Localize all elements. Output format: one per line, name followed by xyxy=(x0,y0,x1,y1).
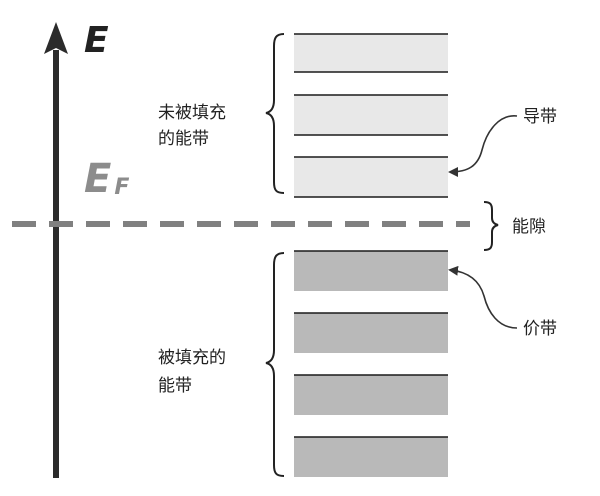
fermi-level-subscript: F xyxy=(114,175,129,200)
filled-bands-label-line2: 能带 xyxy=(158,376,192,396)
filled-bands xyxy=(294,250,448,477)
unfilled-band xyxy=(294,95,448,135)
conduction-band-label: 导带 xyxy=(523,107,557,127)
unfilled-bands xyxy=(294,33,448,198)
band-gap-label: 能隙 xyxy=(512,217,546,237)
fermi-level-symbol: E xyxy=(84,156,111,202)
unfilled-bands-label-line2: 的能带 xyxy=(158,129,209,149)
fermi-level-label: E F xyxy=(84,156,129,202)
band-gap-brace xyxy=(483,201,499,251)
filled-band xyxy=(294,313,448,353)
energy-axis-label: E xyxy=(84,20,109,61)
filled-band xyxy=(294,375,448,415)
unfilled-bands-label-line1: 未被填充 xyxy=(158,103,226,123)
unfilled-band xyxy=(294,157,448,197)
unfilled-bands-brace xyxy=(265,33,285,194)
filled-bands-brace xyxy=(265,252,285,477)
filled-band xyxy=(294,437,448,477)
unfilled-band xyxy=(294,34,448,72)
filled-band xyxy=(294,251,448,291)
valence-band-arrow xyxy=(448,265,518,329)
filled-bands-label-line1: 被填充的 xyxy=(158,348,226,368)
conduction-band-arrow xyxy=(448,115,518,177)
valence-band-label: 价带 xyxy=(523,319,557,339)
energy-axis-arrowhead xyxy=(44,22,68,54)
